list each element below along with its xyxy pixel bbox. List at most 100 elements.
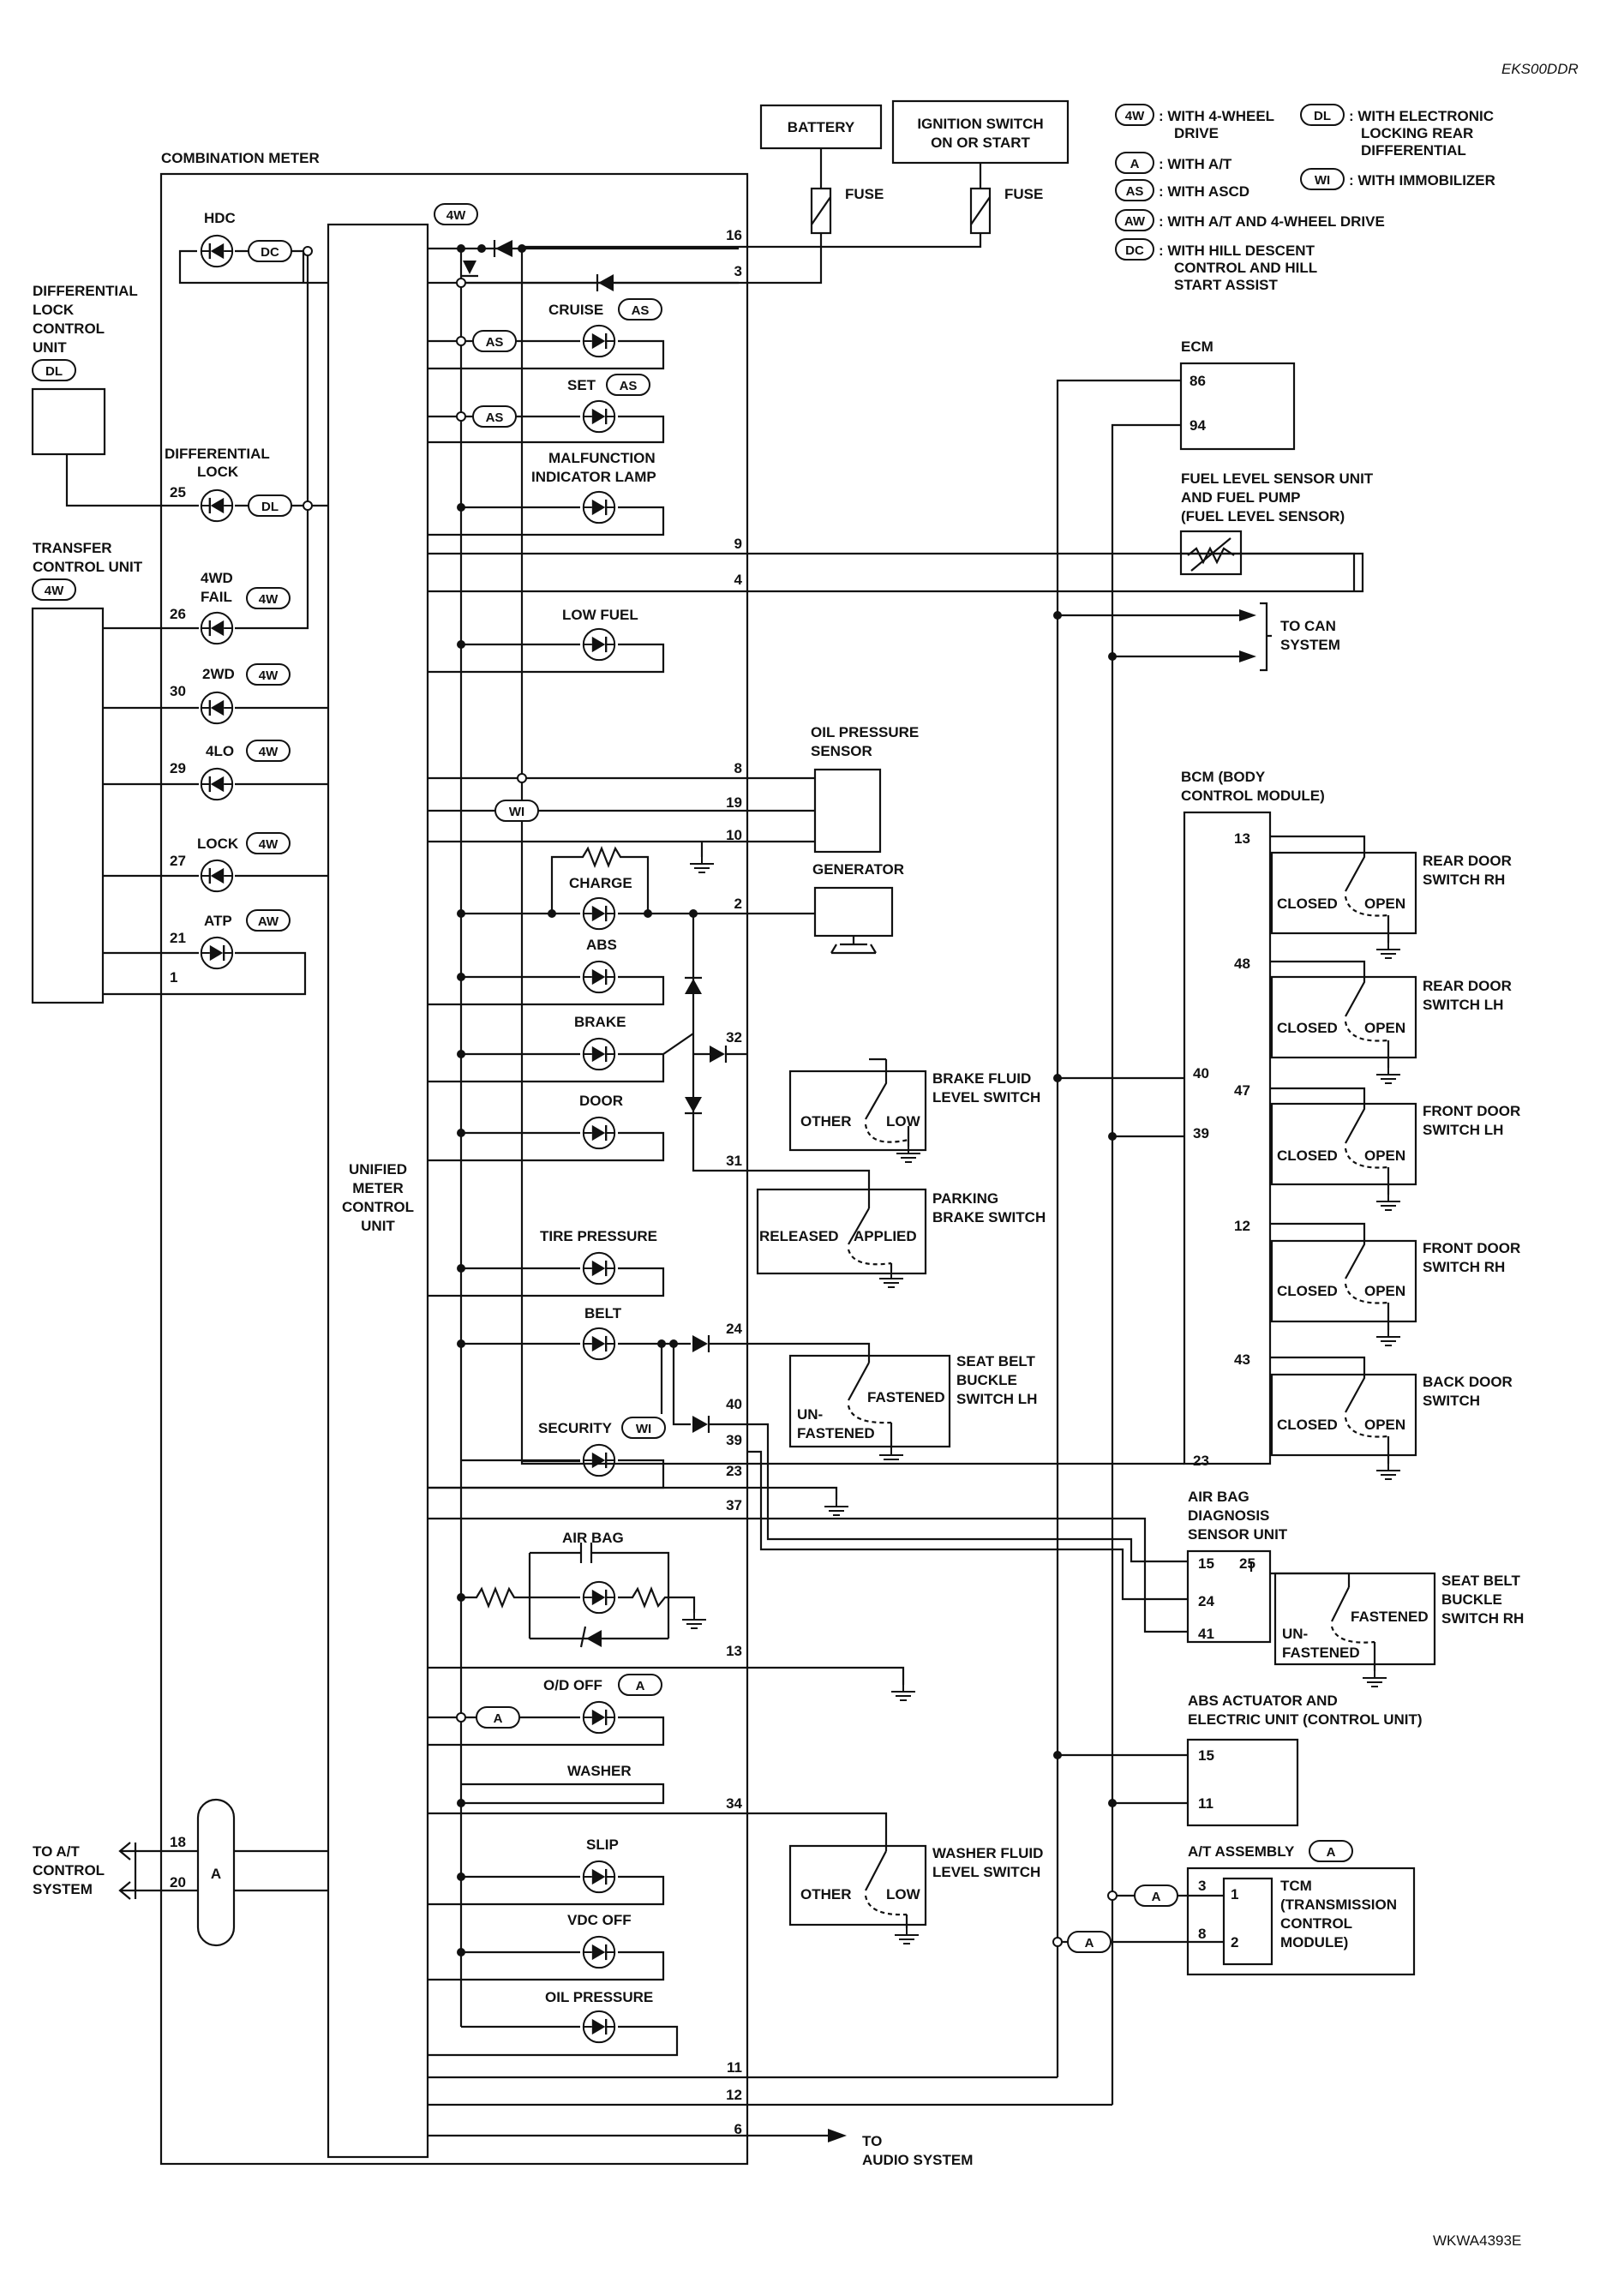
svg-text:AIR BAG: AIR BAG xyxy=(1188,1489,1249,1505)
svg-text:4W: 4W xyxy=(259,668,279,683)
svg-text:UN-: UN- xyxy=(1282,1626,1308,1642)
air-bag-diagnosis-sensor-unit: AIR BAG DIAGNOSIS SENSOR UNIT 15 25 24 4… xyxy=(1186,1489,1351,1644)
svg-text:15: 15 xyxy=(1198,1747,1214,1764)
svg-text:ABS: ABS xyxy=(586,937,617,953)
svg-text:WASHER: WASHER xyxy=(567,1763,632,1779)
svg-text:ABS ACTUATOR AND: ABS ACTUATOR AND xyxy=(1188,1693,1338,1709)
svg-text:O/D OFF: O/D OFF xyxy=(543,1677,602,1693)
svg-text:43: 43 xyxy=(1234,1351,1250,1368)
svg-text:OPEN: OPEN xyxy=(1364,1283,1405,1299)
legend-text: : WITH A/T AND 4-WHEEL DRIVE xyxy=(1159,213,1385,230)
fuse-label: FUSE xyxy=(845,186,884,202)
oil-pressure-sensor: OIL PRESSURE SENSOR xyxy=(811,724,919,854)
legend-text: : WITH IMMOBILIZER xyxy=(1349,172,1495,189)
svg-text:CLOSED: CLOSED xyxy=(1277,896,1338,912)
svg-text:LEVEL SWITCH: LEVEL SWITCH xyxy=(932,1864,1040,1880)
svg-text:1: 1 xyxy=(1231,1886,1238,1902)
legend-tag-dl: DL xyxy=(1300,104,1345,126)
svg-text:40: 40 xyxy=(726,1396,742,1412)
svg-text:37: 37 xyxy=(726,1497,742,1513)
svg-text:LOW FUEL: LOW FUEL xyxy=(562,607,638,623)
svg-text:TO CAN: TO CAN xyxy=(1280,618,1336,634)
svg-text:AS: AS xyxy=(486,335,504,350)
svg-text:DL: DL xyxy=(1314,109,1331,123)
svg-text:TIRE PRESSURE: TIRE PRESSURE xyxy=(540,1228,657,1244)
tag-4w-top: 4W xyxy=(434,203,478,225)
svg-text:DL: DL xyxy=(261,500,279,514)
svg-text:ELECTRIC UNIT (CONTROL UNIT): ELECTRIC UNIT (CONTROL UNIT) xyxy=(1188,1711,1423,1728)
door-switch-front-lh: FRONT DOOR SWITCH LH CLOSED OPEN xyxy=(1270,1087,1520,1211)
svg-text:19: 19 xyxy=(726,794,742,811)
svg-text:OIL PRESSURE: OIL PRESSURE xyxy=(545,1989,653,2005)
svg-text:OPEN: OPEN xyxy=(1364,1417,1405,1433)
at-assembly: A/T ASSEMBLY A 3 8 1 2 TCM (TRANSMISSION… xyxy=(1052,1840,1416,1976)
svg-text:LOCK: LOCK xyxy=(197,836,239,852)
indicator-hdc: HDC DC xyxy=(178,210,328,285)
svg-text:BELT: BELT xyxy=(584,1305,622,1321)
door-switch-front-rh: FRONT DOOR SWITCH RH CLOSED OPEN xyxy=(1270,1222,1520,1346)
generator: GENERATOR xyxy=(812,861,904,955)
svg-text:DC: DC xyxy=(1125,243,1144,258)
svg-text:A: A xyxy=(1327,1845,1336,1860)
svg-text:FAIL: FAIL xyxy=(201,589,232,605)
legend-text: CONTROL AND HILL xyxy=(1174,260,1317,276)
svg-text:16: 16 xyxy=(726,227,742,243)
indicator-security: SECURITY WI xyxy=(428,1417,666,1489)
svg-text:26: 26 xyxy=(170,606,186,622)
indicator-slip: SLIP xyxy=(428,1837,665,1906)
svg-text:WI: WI xyxy=(509,805,524,819)
svg-text:34: 34 xyxy=(726,1795,742,1812)
svg-text:AIR BAG: AIR BAG xyxy=(562,1530,624,1546)
svg-text:39: 39 xyxy=(1193,1125,1209,1141)
svg-text:A: A xyxy=(1085,1936,1094,1950)
washer-fluid-level-switch: WASHER FLUID LEVEL SWITCH OTHER LOW xyxy=(788,1844,1043,1944)
svg-text:REAR DOOR: REAR DOOR xyxy=(1423,978,1512,994)
svg-text:2: 2 xyxy=(1231,1934,1238,1950)
svg-text:DIAGNOSIS: DIAGNOSIS xyxy=(1188,1507,1269,1524)
svg-text:31: 31 xyxy=(726,1153,742,1169)
svg-text:AND FUEL PUMP: AND FUEL PUMP xyxy=(1181,489,1300,506)
svg-text:CLOSED: CLOSED xyxy=(1277,1283,1338,1299)
svg-text:FASTENED: FASTENED xyxy=(867,1389,945,1405)
svg-text:SWITCH RH: SWITCH RH xyxy=(1423,1259,1505,1275)
indicator-4lo: 4LO 29 4W xyxy=(103,740,328,801)
svg-text:29: 29 xyxy=(170,760,186,776)
legend: 4W : WITH 4-WHEEL DRIVE DL : WITH ELECTR… xyxy=(1115,104,1495,293)
indicator-od-off: O/D OFF A A xyxy=(428,1674,665,1747)
svg-text:4LO: 4LO xyxy=(206,743,234,759)
svg-text:LOCK: LOCK xyxy=(33,302,75,318)
svg-text:11: 11 xyxy=(1198,1795,1214,1812)
ignition-label: IGNITION SWITCH xyxy=(917,116,1043,132)
svg-text:OPEN: OPEN xyxy=(1364,1020,1405,1036)
indicator-door: DOOR xyxy=(428,1093,665,1162)
svg-text:SLIP: SLIP xyxy=(586,1837,619,1853)
legend-text: START ASSIST xyxy=(1174,277,1279,293)
svg-text:TO: TO xyxy=(862,2133,882,2149)
svg-text:DOOR: DOOR xyxy=(579,1093,623,1109)
svg-text:4W: 4W xyxy=(259,592,279,607)
svg-text:8: 8 xyxy=(734,760,742,776)
svg-text:CHARGE: CHARGE xyxy=(569,875,632,891)
svg-text:LOW: LOW xyxy=(886,1113,921,1130)
svg-text:CONTROL UNIT: CONTROL UNIT xyxy=(33,559,143,575)
legend-tag-wi: WI xyxy=(1300,168,1345,190)
svg-text:SWITCH LH: SWITCH LH xyxy=(1423,1122,1503,1138)
svg-text:12: 12 xyxy=(1234,1218,1250,1234)
svg-text:4: 4 xyxy=(734,572,743,588)
door-switch-back: BACK DOOR SWITCH CLOSED OPEN xyxy=(1270,1356,1513,1480)
combination-meter: COMBINATION METER UNIFIED METER CONTROL … xyxy=(65,150,1364,2166)
svg-text:SENSOR: SENSOR xyxy=(811,743,872,759)
fuel-level-sensor: FUEL LEVEL SENSOR UNIT AND FUEL PUMP (FU… xyxy=(1179,470,1374,591)
svg-text:SWITCH RH: SWITCH RH xyxy=(1423,872,1505,888)
svg-text:LOCK: LOCK xyxy=(197,464,239,480)
svg-text:OIL PRESSURE: OIL PRESSURE xyxy=(811,724,919,740)
svg-text:18: 18 xyxy=(170,1834,186,1850)
svg-text:CONTROL: CONTROL xyxy=(33,1862,105,1879)
svg-text:FASTENED: FASTENED xyxy=(1351,1609,1429,1625)
svg-text:4W: 4W xyxy=(45,584,64,598)
umcu-label: UNIT xyxy=(361,1218,395,1234)
legend-text: DRIVE xyxy=(1174,125,1219,141)
indicator-brake: BRAKE xyxy=(428,1014,694,1083)
svg-text:WI: WI xyxy=(636,1422,651,1436)
legend-text: LOCKING REAR xyxy=(1361,125,1473,141)
